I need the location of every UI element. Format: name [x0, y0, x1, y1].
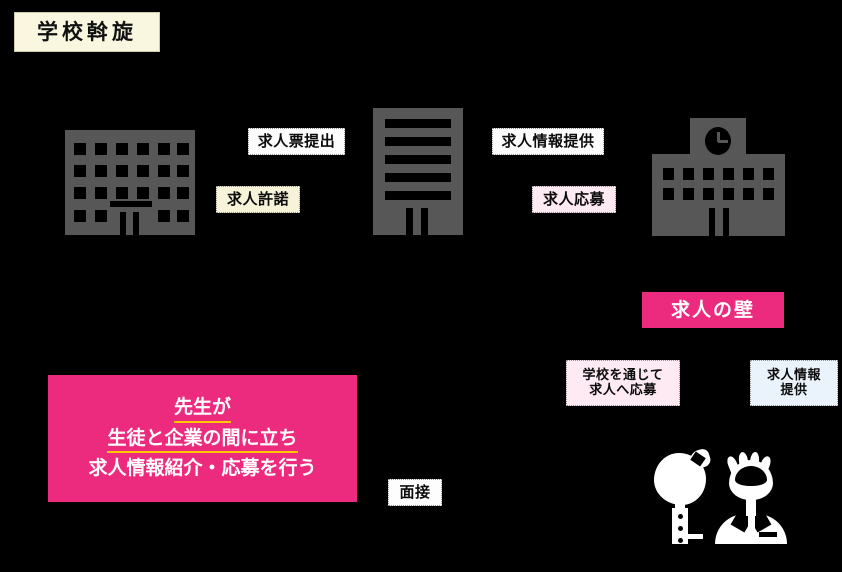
page-title: 学校斡旋: [37, 19, 137, 44]
window: [683, 188, 694, 200]
window: [137, 165, 149, 177]
window: [663, 168, 674, 180]
uniform-button: [678, 526, 683, 531]
entrance-pillar: [421, 208, 428, 235]
window: [723, 168, 734, 180]
window-band: [385, 137, 451, 146]
window: [137, 143, 149, 155]
statement-line-3: 求人情報紹介・応募を行う: [88, 457, 317, 480]
window: [158, 165, 170, 177]
window: [683, 168, 694, 180]
window: [95, 210, 107, 222]
window: [763, 168, 774, 180]
label-text: 面接: [399, 482, 431, 501]
window: [95, 165, 107, 177]
window: [763, 188, 774, 200]
window: [74, 165, 86, 177]
window: [703, 168, 714, 180]
office-tower-icon: [373, 108, 463, 235]
teacher-role-statement: 先生が 生徒と企業の間に立ち 求人情報紹介・応募を行う: [48, 375, 357, 502]
page-title-chip: 学校斡旋: [14, 12, 160, 52]
window: [116, 165, 128, 177]
face-void: [735, 466, 767, 486]
statement-line-2: 生徒と企業の間に立ち: [107, 427, 298, 454]
window-band: [385, 155, 451, 164]
label-job-permission: 求人許諾: [216, 186, 300, 213]
label-interview: 面接: [388, 479, 442, 506]
window: [74, 187, 86, 199]
label-job-application: 求人応募: [532, 186, 616, 213]
businessman-silhouette: [715, 448, 787, 544]
body-cut-right: [688, 506, 714, 546]
necktie: [748, 514, 755, 530]
window: [74, 210, 86, 222]
window: [743, 188, 754, 200]
window: [158, 143, 170, 155]
label-text: 求人票提出: [257, 131, 336, 150]
school-building-right: [652, 118, 785, 236]
label-text: 求人情報提供: [501, 131, 595, 150]
entrance-pillar: [406, 208, 413, 235]
label-apply-via-school: 学校を通じて 求人へ応募: [566, 360, 680, 406]
entrance-pillar: [120, 212, 126, 235]
clock-hand-hour: [717, 132, 720, 142]
uniform-button: [678, 514, 683, 519]
uniform-button: [678, 538, 683, 543]
window-band: [385, 191, 451, 200]
school-main-block: [652, 154, 785, 236]
window: [177, 187, 189, 199]
window: [703, 188, 714, 200]
entrance-pillar: [723, 208, 729, 236]
label-job-posting-submit: 求人票提出: [248, 128, 345, 155]
entrance-canopy: [110, 201, 152, 207]
entrance-pillar: [709, 208, 715, 236]
window: [95, 143, 107, 155]
entrance-pillar: [133, 212, 139, 235]
clock-hand-minute: [718, 140, 728, 143]
company-office-tower: [373, 108, 463, 235]
window: [743, 168, 754, 180]
window: [177, 143, 189, 155]
window: [95, 187, 107, 199]
window: [663, 188, 674, 200]
label-text: 求人応募: [542, 189, 605, 208]
chest-pocket: [686, 534, 703, 539]
jacket-pocket: [759, 532, 777, 537]
label-text: 求人情報 提供: [766, 367, 821, 398]
label-text: 求人許諾: [226, 189, 289, 208]
statement-line-1: 先生が: [173, 396, 231, 423]
window: [137, 187, 149, 199]
window: [158, 187, 170, 199]
neck: [746, 496, 756, 508]
window: [116, 143, 128, 155]
shirt-collar: [746, 506, 756, 516]
window: [74, 143, 86, 155]
label-job-info-provide: 求人情報提供: [492, 128, 604, 155]
school-building-left: [65, 130, 195, 235]
window: [723, 188, 734, 200]
job-wall-banner: 求人の壁: [642, 292, 784, 328]
job-wall-banner-text: 求人の壁: [670, 298, 755, 321]
window: [158, 210, 170, 222]
window: [116, 187, 128, 199]
window-band: [385, 173, 451, 182]
window: [177, 165, 189, 177]
student-silhouette: [648, 447, 714, 546]
school-building-icon: [65, 130, 195, 235]
window: [177, 210, 189, 222]
neck: [675, 500, 685, 509]
label-job-info-supply: 求人情報 提供: [750, 360, 838, 406]
window-band: [385, 119, 451, 128]
body-cut-left: [648, 506, 672, 546]
label-text: 学校を通じて 求人へ応募: [582, 367, 664, 398]
